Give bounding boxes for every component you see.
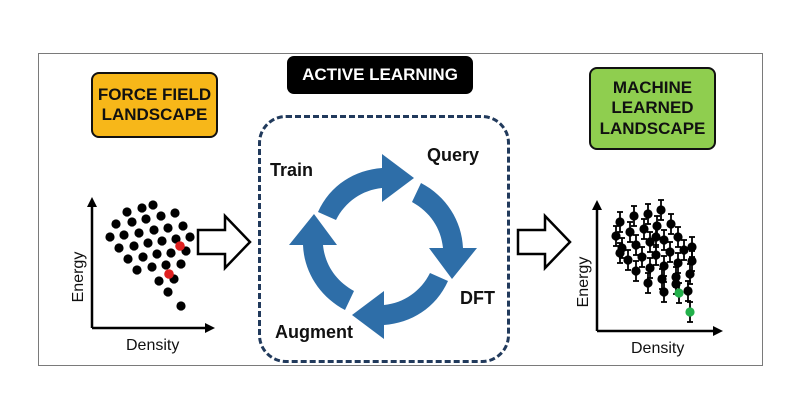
scatter-point xyxy=(185,232,195,242)
scatter-point xyxy=(659,287,669,297)
scatter-point xyxy=(152,249,162,259)
scatter-point xyxy=(166,248,176,258)
scatter-point xyxy=(666,219,676,229)
right-arrow-icon xyxy=(516,212,572,272)
scatter-point xyxy=(137,203,147,213)
scatter-point xyxy=(149,225,159,235)
right-arrow-icon xyxy=(196,212,252,272)
scatter-point xyxy=(134,228,144,238)
scatter-point xyxy=(132,265,142,275)
scatter-point xyxy=(141,214,151,224)
scatter-point xyxy=(643,209,653,219)
scatter-point xyxy=(623,255,633,265)
right-x-axis-label: Density xyxy=(631,340,685,357)
scatter-point xyxy=(127,217,137,227)
scatter-point xyxy=(665,247,675,257)
scatter-point xyxy=(615,248,625,258)
scatter-point xyxy=(143,238,153,248)
scatter-point xyxy=(129,241,139,251)
right-plot-axes xyxy=(592,200,723,336)
scatter-point xyxy=(123,254,133,264)
right-scatter-points xyxy=(611,199,697,323)
machine-learned-landscape-badge: MACHINE LEARNED LANDSCAPE xyxy=(589,67,716,150)
force-field-landscape-badge: FORCE FIELD LANDSCAPE xyxy=(91,72,218,138)
scatter-point xyxy=(643,278,653,288)
left-plot-axes xyxy=(87,197,215,333)
scatter-point xyxy=(157,236,167,246)
scatter-point xyxy=(161,260,171,270)
scatter-point xyxy=(673,232,683,242)
scatter-point xyxy=(673,258,683,268)
highlighted-point xyxy=(164,269,174,279)
scatter-point xyxy=(679,245,689,255)
scatter-point xyxy=(163,287,173,297)
highlighted-point xyxy=(685,307,695,317)
left-y-axis-label: Energy xyxy=(70,251,87,303)
scatter-point xyxy=(111,219,121,229)
scatter-point xyxy=(176,259,186,269)
scatter-point xyxy=(687,242,697,252)
cycle-arrows-icon xyxy=(289,154,477,339)
scatter-point xyxy=(631,240,641,250)
query-label: Query xyxy=(427,145,480,165)
scatter-point xyxy=(119,230,129,240)
scatter-point xyxy=(178,221,188,231)
scatter-point xyxy=(148,200,158,210)
scatter-point xyxy=(611,231,621,241)
scatter-point xyxy=(615,217,625,227)
highlighted-point xyxy=(175,241,185,251)
scatter-point xyxy=(629,211,639,221)
left-scatter-points xyxy=(105,200,195,311)
scatter-point xyxy=(659,235,669,245)
scatter-point xyxy=(154,276,164,286)
active-learning-badge: ACTIVE LEARNING xyxy=(287,56,473,94)
active-learning-cycle-box xyxy=(258,115,510,363)
scatter-point xyxy=(163,223,173,233)
scatter-point xyxy=(683,286,693,296)
scatter-point xyxy=(651,232,661,242)
scatter-point xyxy=(147,262,157,272)
scatter-point xyxy=(105,232,115,242)
scatter-point xyxy=(171,234,181,244)
scatter-point xyxy=(176,301,186,311)
scatter-point xyxy=(645,263,655,273)
scatter-point xyxy=(685,269,695,279)
scatter-point xyxy=(652,221,662,231)
figure-frame xyxy=(38,53,763,366)
scatter-point xyxy=(114,243,124,253)
scatter-point xyxy=(156,211,166,221)
scatter-point xyxy=(651,250,661,260)
train-label: Train xyxy=(270,160,314,180)
scatter-point xyxy=(170,208,180,218)
right-y-axis-label: Energy xyxy=(575,256,592,308)
scatter-point xyxy=(122,207,132,217)
highlighted-point xyxy=(674,288,684,298)
dft-label: DFT xyxy=(460,288,495,308)
scatter-point xyxy=(625,227,635,237)
scatter-point xyxy=(138,252,148,262)
scatter-point xyxy=(639,224,649,234)
augment-label: Augment xyxy=(275,322,353,342)
scatter-point xyxy=(631,266,641,276)
scatter-point xyxy=(656,205,666,215)
scatter-point xyxy=(637,252,647,262)
left-x-axis-label: Density xyxy=(126,337,180,354)
